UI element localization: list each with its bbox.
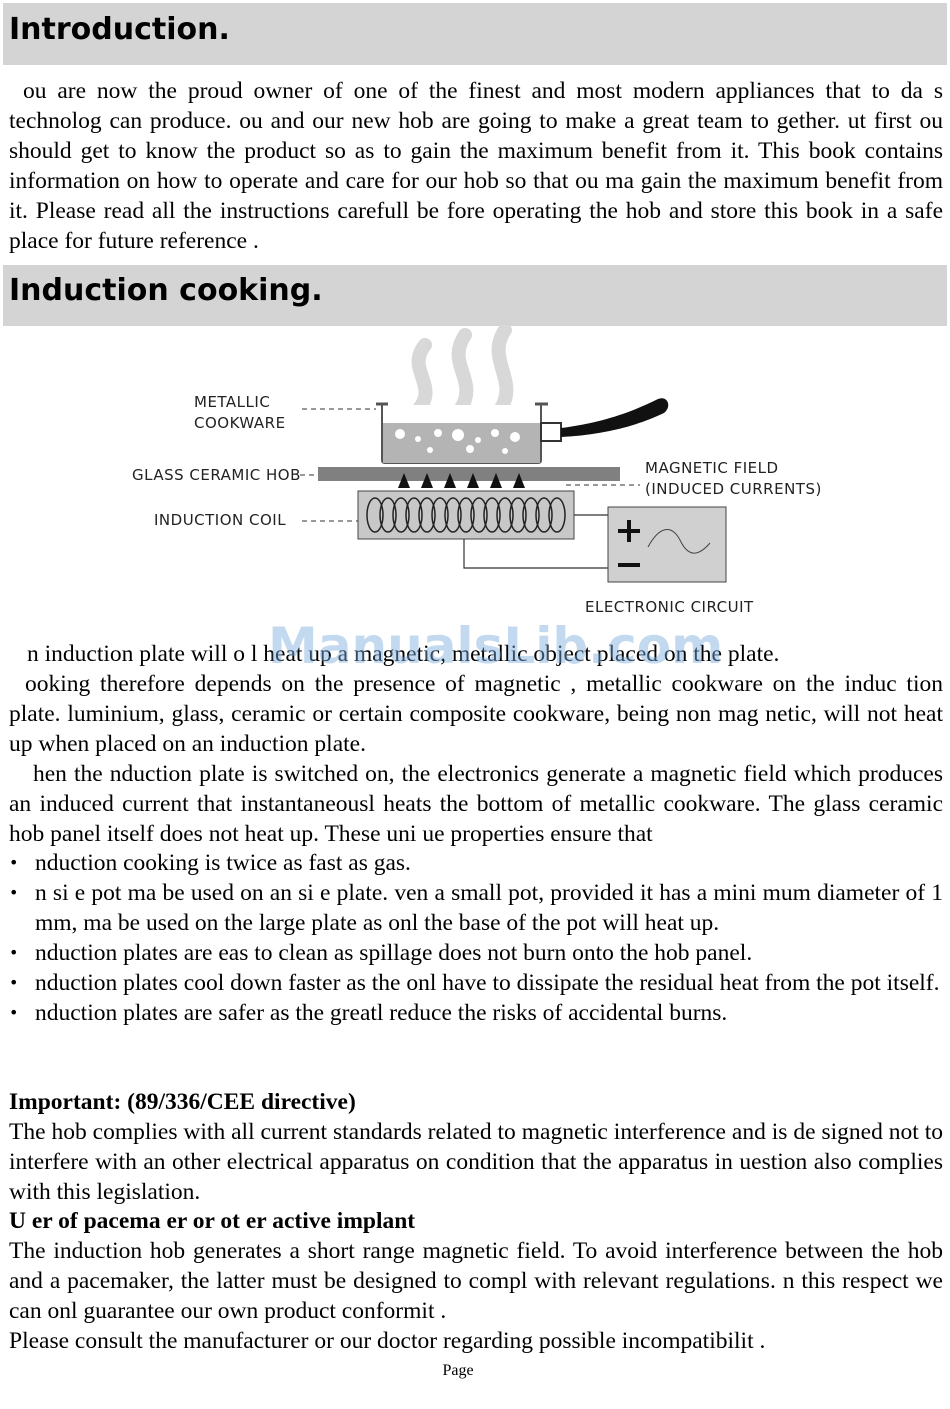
list-item: •nduction plates cool down faster as the… — [9, 970, 940, 996]
label-induction-coil: INDUCTION COIL — [154, 511, 286, 529]
pot-handle — [561, 398, 669, 437]
body-paragraph-1: n induction plate will o l heat up a mag… — [27, 641, 780, 667]
label-glass-ceramic-hob: GLASS CERAMIC HOB — [132, 466, 301, 484]
section-title-induction-cooking: Induction cooking. — [3, 265, 947, 326]
electronic-circuit-box — [607, 506, 727, 583]
label-cookware: COOKWARE — [194, 414, 286, 432]
bullet-icon: • — [9, 973, 19, 992]
list-item: •nduction cooking is twice as fast as ga… — [9, 850, 411, 876]
bullet-icon: • — [9, 853, 19, 872]
bullet-icon: • — [9, 1003, 19, 1022]
list-item: •nduction plates are safer as the greatl… — [9, 1000, 728, 1026]
induction-diagram: METALLIC COOKWARE GLASS CERAMIC HOB INDU… — [132, 325, 822, 616]
label-magnetic-field: MAGNETIC FIELD — [645, 459, 779, 477]
pacemaker-heading: U er of pacema er or ot er active implan… — [9, 1208, 416, 1234]
sine-wave-icon — [647, 529, 711, 554]
section-title-introduction: Introduction. — [3, 3, 947, 65]
consult-paragraph: Please consult the manufacturer or our d… — [9, 1328, 766, 1354]
label-leaders — [300, 408, 640, 522]
page-footer: Page — [442, 1362, 474, 1379]
label-induced-currents: (INDUCED CURRENTS) — [645, 480, 822, 498]
plus-minus-icon — [618, 520, 640, 567]
introduction-paragraph: ou are now the proud owner of one of the… — [9, 78, 943, 254]
pot-icon — [376, 398, 669, 464]
important-heading: Important: (89/336/CEE directive) — [9, 1089, 356, 1115]
important-paragraph: The hob complies with all current standa… — [9, 1119, 943, 1205]
list-item: •n si e pot ma be used on an si e plate.… — [9, 880, 943, 936]
coil-icon — [366, 497, 566, 533]
bullet-icon: • — [9, 943, 19, 962]
pot-water — [383, 423, 540, 463]
advantages-list: •nduction cooking is twice as fast as ga… — [9, 848, 943, 1028]
pacemaker-paragraph: The induction hob generates a short rang… — [9, 1238, 943, 1324]
bullet-icon: • — [9, 883, 19, 902]
list-item: •nduction plates are eas to clean as spi… — [9, 940, 753, 966]
label-electronic-circuit: ELECTRONIC CIRCUIT — [585, 598, 754, 616]
body-paragraph-3: hen the nduction plate is switched on, t… — [9, 761, 943, 847]
magnetic-field-arrows-icon — [398, 473, 525, 488]
glass-ceramic-hob — [318, 467, 620, 481]
circuit-wiring — [463, 514, 608, 569]
body-paragraph-2: ooking therefore depends on the presence… — [9, 671, 943, 757]
label-metallic: METALLIC — [194, 393, 270, 411]
